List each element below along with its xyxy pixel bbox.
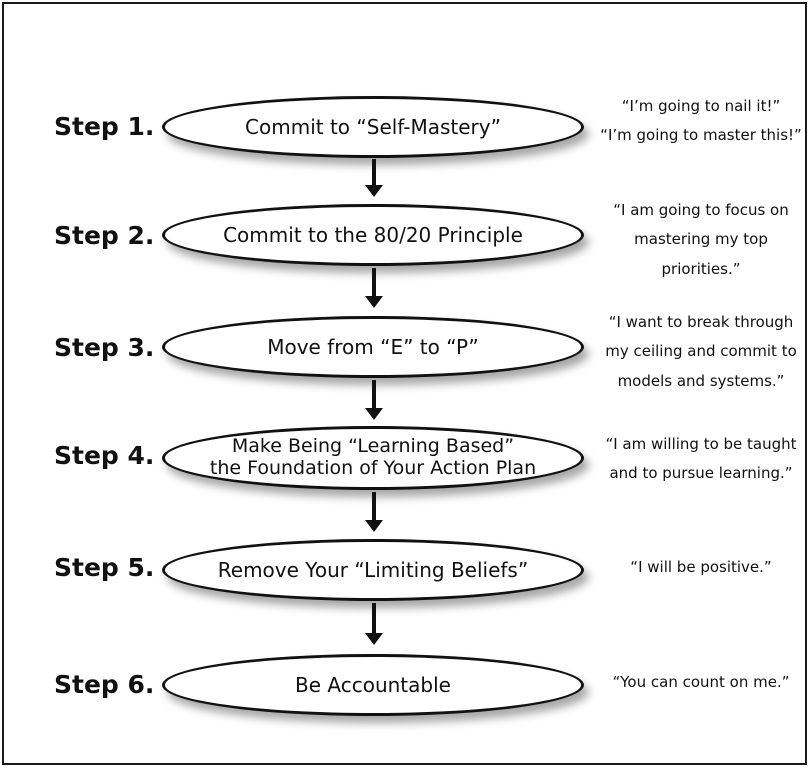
step-3-text: Move from “E” to “P” xyxy=(267,334,479,359)
step-2-label: Step 2. xyxy=(54,221,155,250)
step-5-quote: “I will be positive.” xyxy=(630,558,772,576)
arrow-1-to-2 xyxy=(365,159,383,197)
step-4-oval: Make Being “Learning Based” the Foundati… xyxy=(162,426,584,490)
step-6-oval: Be Accountable xyxy=(162,654,584,716)
step-4-text: Make Being “Learning Based” the Foundati… xyxy=(209,435,537,479)
step-5-text: Remove Your “Limiting Beliefs” xyxy=(217,557,529,582)
step-3-quote: “I want to break through my ceiling and … xyxy=(605,313,797,390)
step-1-quote: “I’m going to nail it!” “I’m going to ma… xyxy=(600,97,802,145)
step-3-oval: Move from “E” to “P” xyxy=(162,316,584,378)
arrow-3-to-4 xyxy=(365,380,383,420)
step-2-quote: “I am going to focus on mastering my top… xyxy=(613,201,789,278)
step-1-text: Commit to “Self-Mastery” xyxy=(245,114,501,139)
step-2-oval: Commit to the 80/20 Principle xyxy=(162,204,584,266)
step-5-oval: Remove Your “Limiting Beliefs” xyxy=(162,539,584,601)
step-2-text: Commit to the 80/20 Principle xyxy=(223,222,523,247)
step-3-label: Step 3. xyxy=(54,333,155,362)
step-1-oval: Commit to “Self-Mastery” xyxy=(162,96,584,158)
step-4-label: Step 4. xyxy=(54,441,155,470)
step-6-text: Be Accountable xyxy=(295,672,451,697)
arrow-5-to-6 xyxy=(365,603,383,645)
step-6-label: Step 6. xyxy=(54,670,155,699)
arrow-4-to-5 xyxy=(365,492,383,532)
step-6-quote: “You can count on me.” xyxy=(612,673,790,691)
step-4-quote: “I am willing to be taught and to pursue… xyxy=(605,435,797,483)
step-5-label: Step 5. xyxy=(54,553,155,582)
step-1-label: Step 1. xyxy=(54,112,155,141)
arrow-2-to-3 xyxy=(365,268,383,308)
